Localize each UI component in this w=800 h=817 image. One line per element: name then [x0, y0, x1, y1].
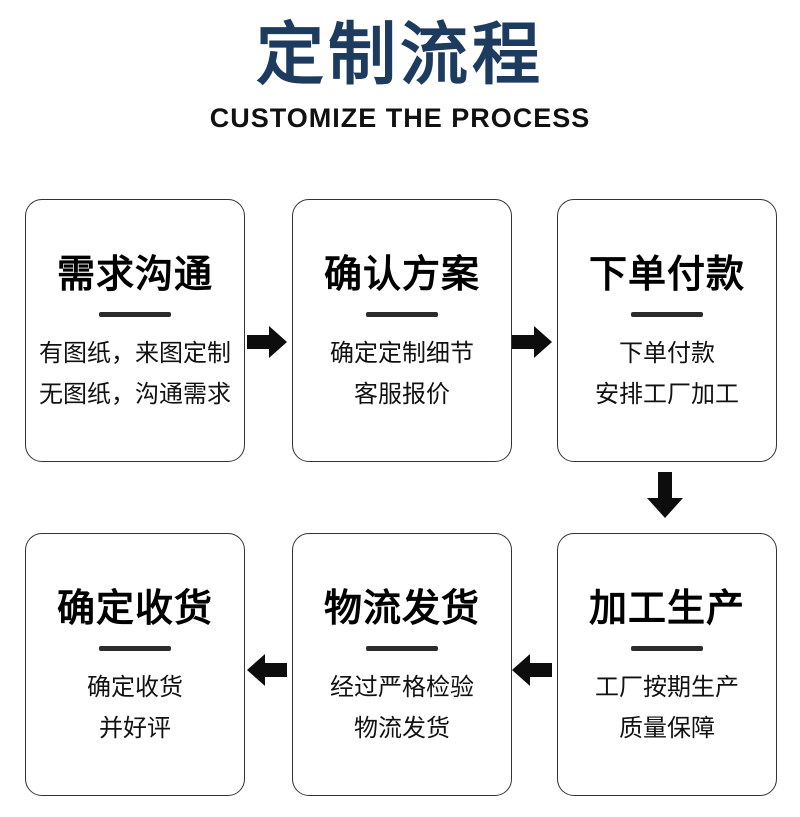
step-description-line: 物流发货 — [354, 715, 450, 742]
step-box-receipt: 确定收货 确定收货 并好评 — [25, 533, 245, 796]
divider — [99, 312, 171, 317]
step-box-production: 加工生产 工厂按期生产 质量保障 — [557, 533, 777, 796]
step-description-line: 确定定制细节 — [330, 340, 474, 367]
step-description-line: 经过严格检验 — [330, 674, 474, 701]
step-box-order-payment: 下单付款 下单付款 安排工厂加工 — [557, 199, 777, 462]
step-title: 确定收货 — [56, 588, 213, 630]
arrow-left-icon — [247, 654, 287, 686]
divider — [366, 312, 438, 317]
arrow-down-icon — [647, 472, 683, 518]
step-box-shipping: 物流发货 经过严格检验 物流发货 — [292, 533, 512, 796]
step-title: 需求沟通 — [56, 254, 213, 296]
step-box-requirements: 需求沟通 有图纸，来图定制 无图纸，沟通需求 — [25, 199, 245, 462]
step-description-line: 质量保障 — [619, 715, 715, 742]
step-description-line: 并好评 — [99, 715, 171, 742]
step-description-line: 确定收货 — [87, 674, 183, 701]
header: 定制流程 CUSTOMIZE THE PROCESS — [0, 0, 800, 134]
step-title: 加工生产 — [588, 588, 745, 630]
step-title: 下单付款 — [588, 254, 745, 296]
arrow-right-icon — [247, 326, 287, 358]
step-description-line: 有图纸，来图定制 — [39, 340, 231, 367]
step-description-line: 客服报价 — [354, 381, 450, 408]
step-title: 确认方案 — [323, 254, 480, 296]
step-description-line: 工厂按期生产 — [595, 674, 739, 701]
step-description-line: 安排工厂加工 — [595, 381, 739, 408]
step-description-line: 无图纸，沟通需求 — [39, 381, 231, 408]
divider — [631, 646, 703, 651]
step-box-confirm-plan: 确认方案 确定定制细节 客服报价 — [292, 199, 512, 462]
divider — [366, 646, 438, 651]
arrow-right-icon — [512, 326, 552, 358]
step-description-line: 下单付款 — [619, 340, 715, 367]
page-title: 定制流程 — [255, 17, 544, 93]
step-title: 物流发货 — [323, 588, 480, 630]
divider — [631, 312, 703, 317]
divider — [99, 646, 171, 651]
page-subtitle: CUSTOMIZE THE PROCESS — [209, 103, 591, 134]
arrow-left-icon — [512, 654, 552, 686]
